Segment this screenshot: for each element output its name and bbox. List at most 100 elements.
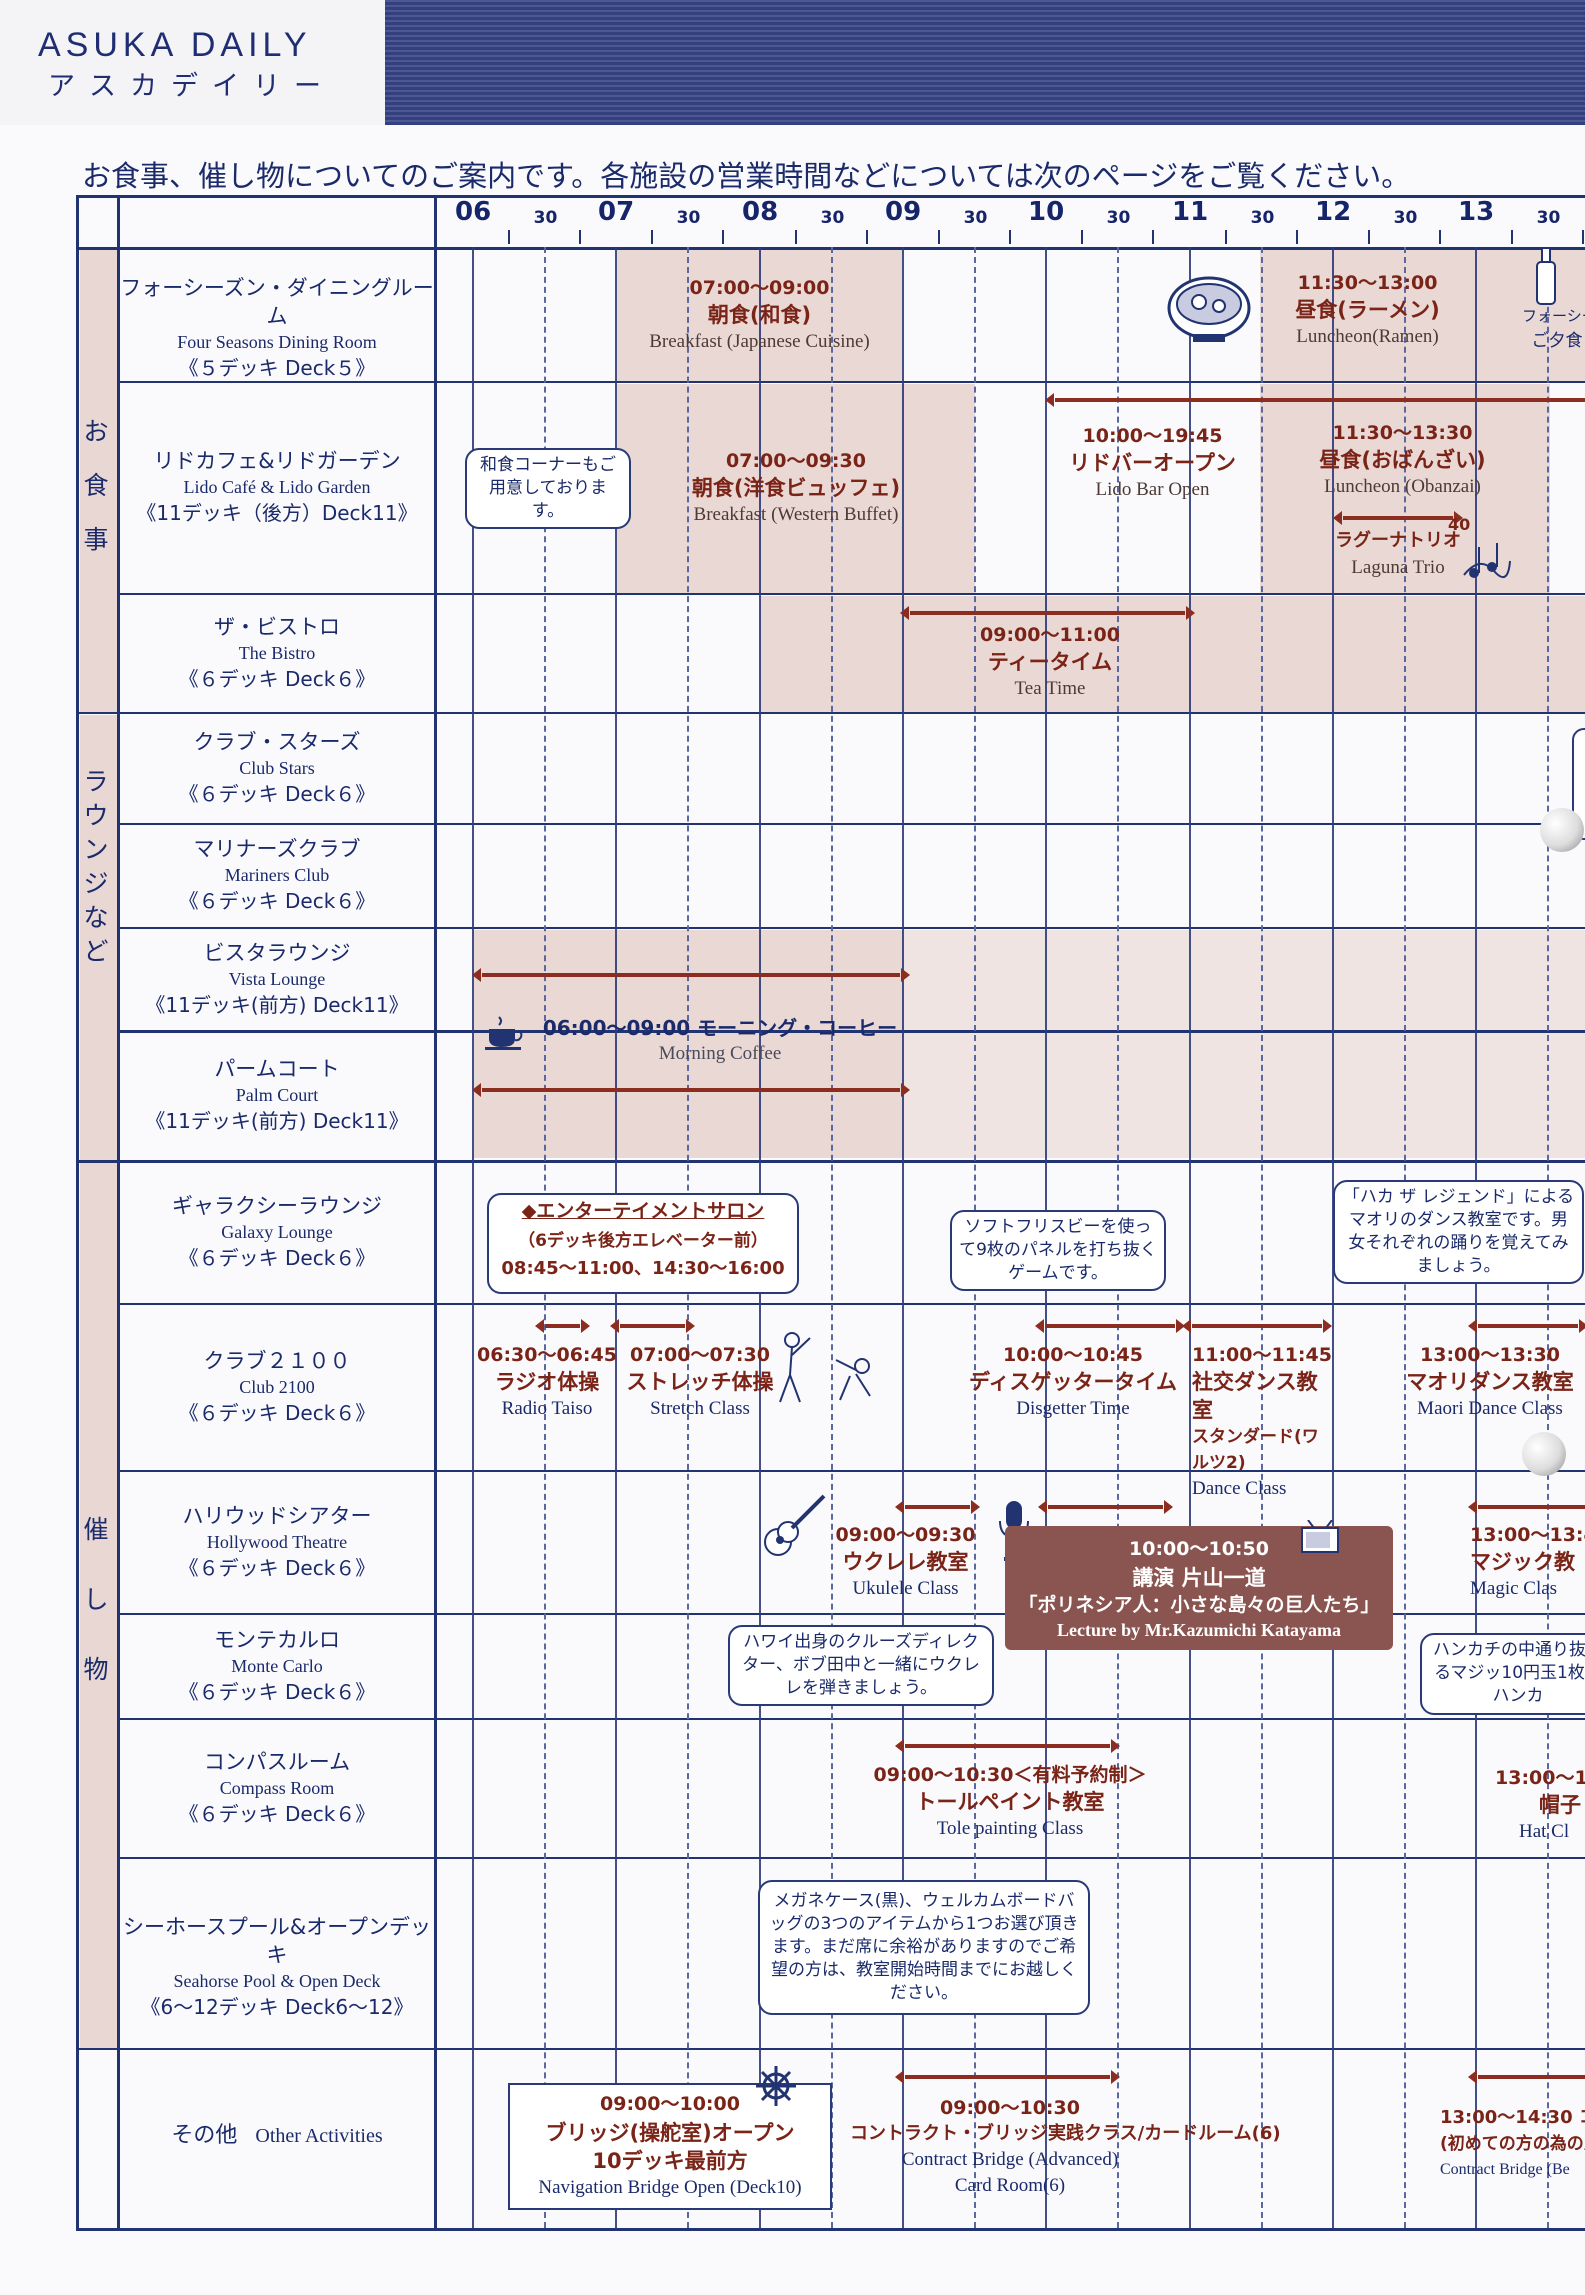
- event-title: 講演 片山一道: [1132, 1566, 1266, 1590]
- event-time: 09:00〜10:00: [600, 2093, 740, 2115]
- event-title: 帽子: [1539, 1793, 1581, 1817]
- half-hour-line: [831, 247, 833, 2228]
- event-time: 13:00〜13:4: [1470, 1524, 1585, 1546]
- event-time: 13:00〜1: [1495, 1767, 1585, 1789]
- venue-name-jp: その他: [171, 2123, 238, 2148]
- category-band-dining: [80, 250, 118, 712]
- event-time: 07:00〜09:30: [726, 450, 866, 472]
- event-time: 09:00〜09:30: [835, 1524, 976, 1546]
- hour-line: [902, 247, 904, 2228]
- ramen-bowl-icon: [1165, 270, 1253, 350]
- quarter-tick: [1296, 230, 1298, 244]
- half-hour-line: [1261, 247, 1263, 2228]
- half-hour-label: 30: [820, 208, 845, 228]
- arrow-lido-bar: [1045, 393, 1585, 407]
- venue-deck: 《６デッキ Deck６》: [178, 1245, 376, 1270]
- venue-name-jp: ハリウッドシアター: [182, 1503, 372, 1528]
- arrow-coffee-top: [472, 968, 910, 982]
- tole-note-bubble: メガネケース(黒)、ウェルカムボードバッグの3つのアイテムから1つお選び頂きます…: [758, 1880, 1090, 2015]
- event-time: 10:00〜10:45: [1003, 1344, 1143, 1366]
- event-title: ラジオ体操: [494, 1370, 600, 1394]
- grid-row-line: [118, 927, 1585, 929]
- venue-name-jp: クラブ２１００: [203, 1348, 351, 1373]
- quarter-tick: [938, 230, 940, 244]
- venue-name-jp: マリナーズクラブ: [193, 837, 361, 861]
- event-fs-dinner-cut: フォーシー ご夕食: [1522, 305, 1585, 351]
- venue-name-jp: シーホースプール&オープンデッキ: [122, 1914, 432, 1967]
- venue-name-en: Monte Carlo: [231, 1655, 323, 1676]
- event-title: 昼食(おばんざい): [1319, 448, 1486, 472]
- event-title-en: Disgetter Time: [1016, 1398, 1130, 1419]
- event-laguna-trio: 40 ラグーナトリオ Laguna Trio: [1318, 513, 1478, 581]
- category-char: ウ: [83, 801, 109, 830]
- event-subtitle: 「ポリネシア人：小さな島々の巨人たち」: [1018, 1594, 1380, 1616]
- quarter-tick: [866, 230, 868, 244]
- event-title-en: Hat Cl: [1519, 1821, 1570, 1842]
- event-entertainment-salon: ◆エンターテイメントサロン （6デッキ後方エレベーター前） 08:45〜11:0…: [487, 1193, 799, 1294]
- venue-name-jp: クラブ・スターズ: [193, 729, 361, 754]
- venue-deck: 《６デッキ Deck６》: [178, 666, 376, 691]
- hour-label: 07: [598, 197, 635, 227]
- event-lido-lunch: 11:30〜13:30 昼食(おばんざい) Luncheon (Obanzai): [1295, 420, 1510, 500]
- event-radio-taiso: 06:30〜06:45 ラジオ体操 Radio Taiso: [472, 1342, 622, 1422]
- grid-row-line: [118, 1303, 1585, 1305]
- tv-icon: [1300, 1519, 1340, 1554]
- event-subtitle: スタンダード(ワルツ2): [1192, 1427, 1319, 1473]
- event-title-en: Lido Bar Open: [1095, 479, 1210, 500]
- grid-row-line: [76, 1160, 1585, 1163]
- event-duration: 40: [1448, 515, 1471, 534]
- category-char: 食: [83, 471, 109, 500]
- half-hour-label: 30: [963, 208, 988, 228]
- stretching-people-icon: [770, 1330, 885, 1410]
- event-contract-bridge: 09:00〜10:30 コントラクト・ブリッジ実践クラス/カードルーム(6) C…: [850, 2095, 1281, 2199]
- event-title-en: Luncheon(Ramen): [1296, 326, 1439, 347]
- event-time: 06:30〜06:45: [477, 1344, 617, 1366]
- category-band-events: [80, 1163, 118, 2048]
- event-title: コントラクト・ブリッジ実践クラス/カードルーム(6): [850, 2123, 1281, 2144]
- half-hour-label: 30: [676, 208, 701, 228]
- event-title: 朝食(洋食ビュッフェ): [691, 476, 901, 500]
- venue-deck: 《６デッキ Deck６》: [178, 781, 376, 806]
- half-hour-label: 30: [1106, 208, 1131, 228]
- venue-deck: 《５デッキ Deck５》: [178, 356, 376, 380]
- category-char: 催: [83, 1515, 109, 1544]
- event-time: 09:00〜11:00: [980, 624, 1120, 646]
- quarter-tick: [579, 230, 581, 244]
- ukulele-icon: [760, 1490, 830, 1560]
- ball-icon: [1522, 1432, 1566, 1476]
- event-title-en: Navigation Bridge Open (Deck10): [538, 2177, 802, 2198]
- maori-note-bubble: 「ハカ ザ レジェンド」によるマオリのダンス教室です。男女それぞれの踊りを覚えて…: [1333, 1180, 1584, 1284]
- music-notes-icon: [1460, 535, 1512, 585]
- event-title: ◆エンターテイメントサロン: [521, 1200, 765, 1222]
- grid-top-border: [76, 195, 1585, 198]
- frisbee-note-bubble: ソフトフリスビーを使って9枚のパネルを打ち抜くゲームです。: [950, 1210, 1166, 1291]
- event-title: (初めての方の為の入: [1440, 2134, 1585, 2154]
- venue-name-jp: リドカフェ&リドガーデン: [153, 449, 401, 473]
- category-char: ジ: [83, 869, 109, 898]
- event-title: 社交ダンス教室: [1192, 1370, 1318, 1422]
- event-time: 13:00〜13:30: [1420, 1344, 1560, 1366]
- venue-deck: 《11デッキ(前方) Deck11》: [145, 1109, 409, 1133]
- venue-deck: 《11デッキ（後方）Deck11》: [136, 501, 418, 525]
- quarter-tick: [795, 230, 797, 244]
- arrow-coffee-bottom: [472, 1083, 910, 1097]
- grid-row-line: [118, 1613, 1585, 1615]
- venue-name-en: Galaxy Lounge: [221, 1221, 333, 1242]
- event-magic: 13:00〜13:4 マジック教 Magic Clas: [1470, 1522, 1585, 1602]
- grid-row-line: [118, 1470, 1585, 1472]
- hour-label: 13: [1458, 197, 1495, 227]
- venue-deck: 《６デッキ Deck６》: [178, 1679, 376, 1704]
- venue-name-jp: コンパスルーム: [203, 1749, 351, 1774]
- event-title-en: Laguna Trio: [1351, 557, 1445, 578]
- venue-deck: 《６デッキ Deck６》: [178, 1801, 376, 1826]
- hour-label: 09: [885, 197, 922, 227]
- event-title: フォーシー: [1522, 307, 1585, 325]
- arrow-disgetter: [1035, 1319, 1185, 1333]
- coffee-cup-icon: [485, 1015, 525, 1051]
- category-char: お: [83, 417, 109, 446]
